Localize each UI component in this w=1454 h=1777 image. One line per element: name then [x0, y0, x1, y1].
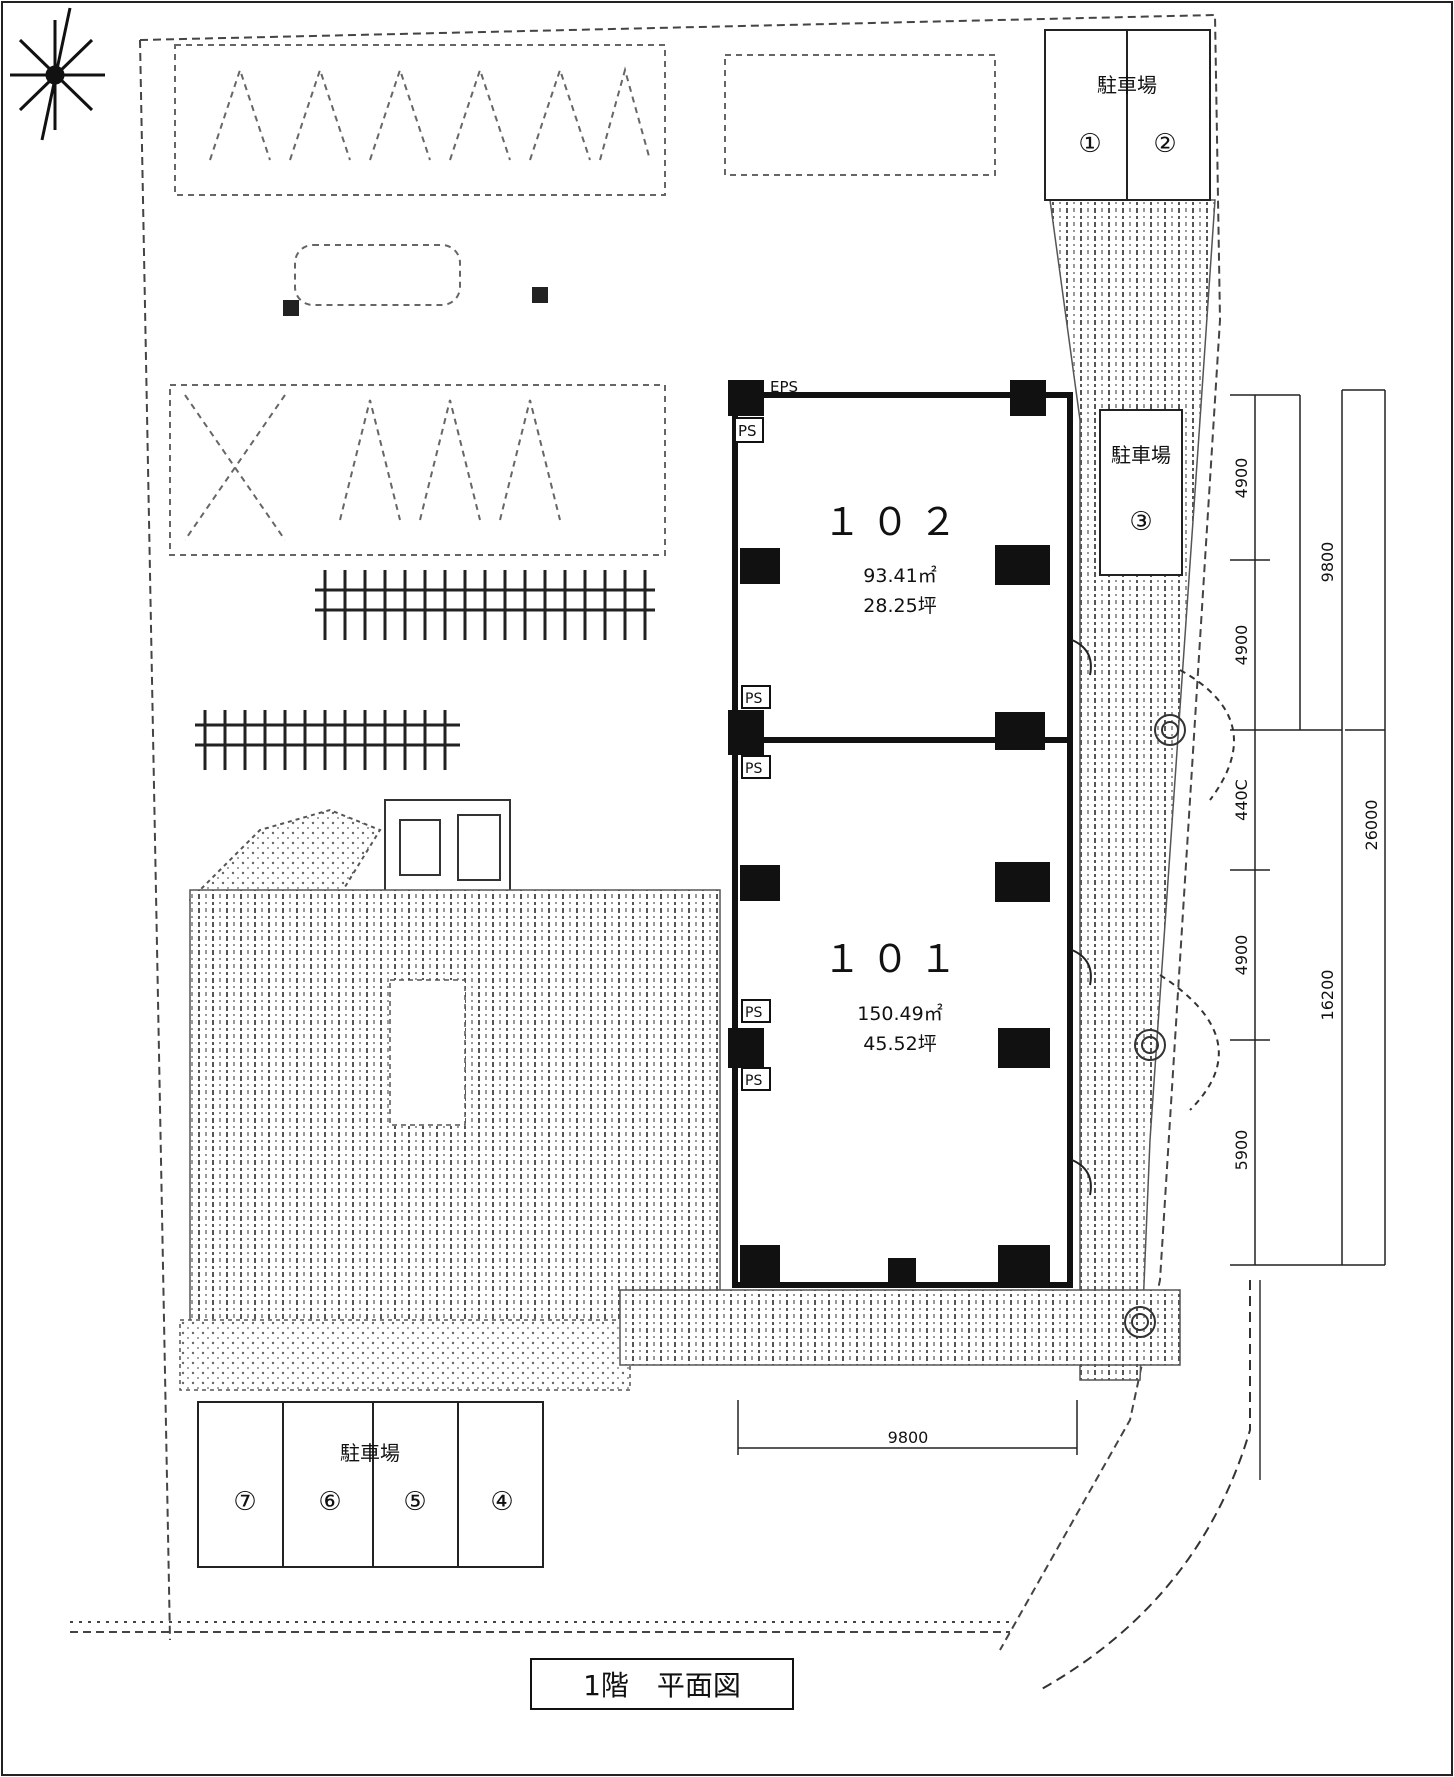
- ps-label: PS: [738, 422, 757, 440]
- dim-segment-1: 4900: [1232, 458, 1251, 499]
- unit-101-area-tsubo: 45.52坪: [863, 1033, 936, 1055]
- parking-space-5: ⑤: [403, 1487, 426, 1517]
- ps-shaft: [734, 417, 771, 1091]
- parking-label: 駐車場: [1097, 73, 1157, 97]
- tree-icon: [1124, 669, 1235, 1338]
- ps-label: PS: [745, 691, 762, 707]
- parking-top-right: [1044, 29, 1211, 201]
- parking-space-7: ⑦: [233, 1487, 256, 1517]
- planting-strip: [179, 1319, 631, 1391]
- marker-square: [283, 300, 299, 316]
- parking-space-6: ⑥: [318, 1487, 341, 1517]
- ps-label: PS: [745, 1073, 762, 1089]
- dim-segment-3: 440C: [1232, 779, 1251, 821]
- parking-label: 駐車場: [340, 1441, 400, 1465]
- parking-right-mid: [1099, 409, 1183, 576]
- utility-cabinet: [384, 799, 511, 896]
- ps-label: PS: [745, 761, 762, 777]
- site-boundary: [70, 13, 1222, 1651]
- dim-segment-4: 4900: [1232, 935, 1251, 976]
- parking-space-1: ①: [1078, 129, 1101, 159]
- neighbor-parking-area: [169, 44, 996, 556]
- unit-101-area-m2: 150.49㎡: [857, 1002, 942, 1025]
- dim-segment-2: 4900: [1232, 625, 1251, 666]
- dim-group-2: 16200: [1318, 970, 1337, 1021]
- parking-space-3: ③: [1129, 507, 1152, 537]
- compass-icon: [10, 7, 105, 141]
- building: [728, 380, 1092, 1288]
- bicycle-rack: [195, 570, 655, 770]
- dim-bottom-width: 9800: [888, 1428, 929, 1447]
- eps-label: EPS: [770, 378, 798, 396]
- dim-group-1: 9800: [1318, 542, 1337, 583]
- parking-space-4: ④: [490, 1487, 513, 1517]
- parking-label: 駐車場: [1111, 443, 1171, 467]
- marker-square: [532, 287, 548, 303]
- paved-area-bottom: [619, 1289, 1181, 1366]
- drawing-title: 1階 平面図: [530, 1658, 794, 1710]
- road-edge: [1039, 1280, 1251, 1691]
- unit-102-area-m2: 93.41㎡: [863, 564, 936, 587]
- dim-total: 26000: [1362, 800, 1381, 851]
- dimension-lines-right: [1230, 389, 1386, 1266]
- ps-label: PS: [745, 1005, 762, 1021]
- unit-101-number: １０１: [823, 937, 967, 981]
- dimension-line-bottom: [737, 1400, 1078, 1455]
- parking-bottom-left: [197, 1401, 544, 1568]
- dim-segment-5: 5900: [1232, 1130, 1251, 1171]
- unit-102-area-tsubo: 28.25坪: [863, 595, 936, 617]
- parking-space-2: ②: [1153, 129, 1176, 159]
- unit-102-number: １０２: [823, 500, 967, 544]
- paving-gap: [389, 979, 466, 1126]
